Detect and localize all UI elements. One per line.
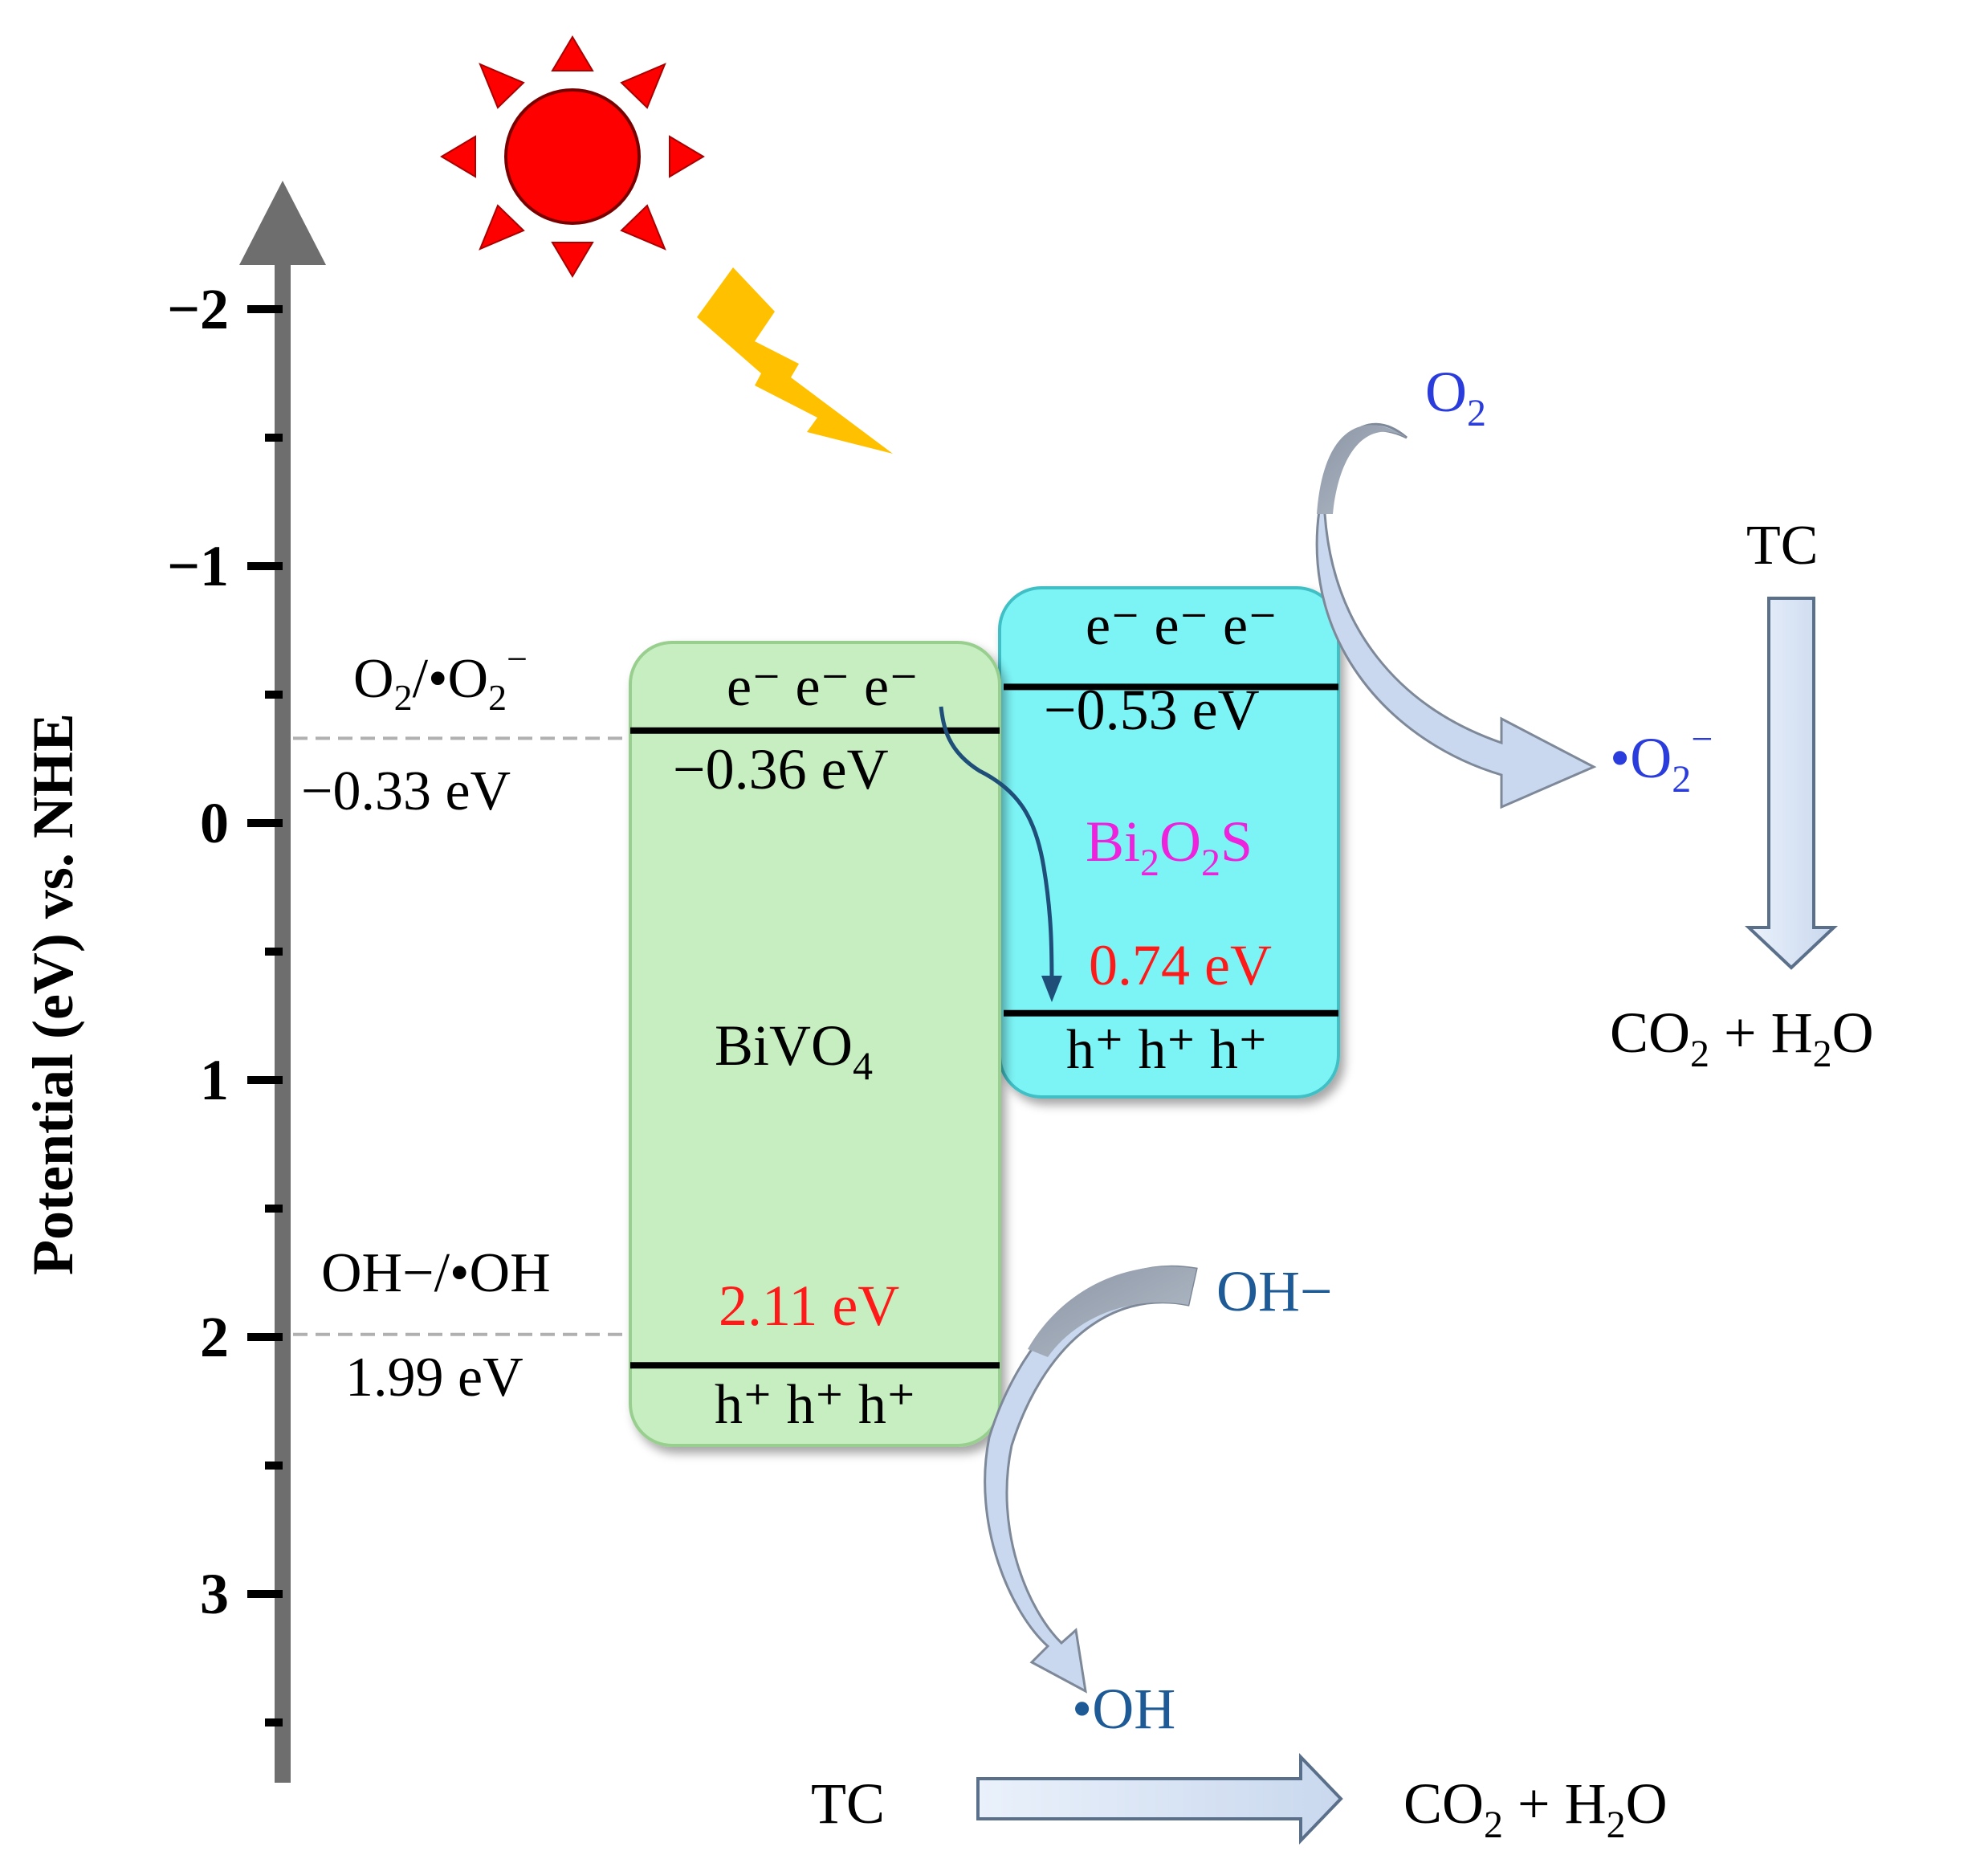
superoxide-species: •O2− bbox=[1610, 718, 1713, 801]
o2-redox-potential: −0.33 eV bbox=[301, 760, 511, 822]
y-axis-tick-label: 1 bbox=[200, 1048, 229, 1112]
bivo4-cb-label: −0.36 eV bbox=[673, 737, 889, 801]
hydroxyl-radical: •OH bbox=[1072, 1677, 1175, 1741]
bi2o2s-cb-label: −0.53 eV bbox=[1044, 678, 1260, 742]
bivo4-vb-label: 2.11 eV bbox=[719, 1274, 899, 1338]
bi2o2s-vb-label: 0.74 eV bbox=[1089, 933, 1272, 997]
y-axis-label: Potential (eV) vs. NHE bbox=[21, 713, 85, 1275]
lightning-icon bbox=[697, 267, 893, 454]
y-axis-tick-label: −1 bbox=[167, 534, 229, 598]
y-axis-tick-label: −2 bbox=[167, 277, 229, 341]
tc-top: TC bbox=[1746, 515, 1818, 577]
hydroxide-species: OH− bbox=[1216, 1259, 1333, 1323]
bi2o2s-electrons: e⁻ e⁻ e⁻ bbox=[1086, 595, 1277, 657]
sun-icon bbox=[440, 35, 705, 278]
o2-reduction-arrow bbox=[1315, 422, 1597, 809]
bivo4-name: BiVO4 bbox=[715, 1013, 873, 1088]
bi2o2s-name: Bi2O2S bbox=[1086, 809, 1253, 884]
electron-transfer-arrowhead bbox=[1041, 976, 1062, 1002]
oh-redox-potential: 1.99 eV bbox=[345, 1347, 523, 1409]
tc-bottom-right-arrow bbox=[976, 1753, 1343, 1845]
y-axis-tick-label: 3 bbox=[200, 1562, 229, 1626]
y-axis-tick-label: 0 bbox=[200, 791, 229, 855]
electron-transfer-arrow bbox=[939, 706, 1054, 989]
o2-species: O2 bbox=[1425, 360, 1486, 434]
y-axis-tick-label: 2 bbox=[200, 1305, 229, 1369]
bivo4-electrons: e⁻ e⁻ e⁻ bbox=[727, 656, 919, 718]
bivo4-band: e⁻ e⁻ e⁻ −0.36 eV BiVO4 2.11 eV h⁺ h⁺ h⁺ bbox=[629, 641, 1001, 1447]
bi2o2s-band: e⁻ e⁻ e⁻ −0.53 eV Bi2O2S 0.74 eV h⁺ h⁺ h… bbox=[998, 586, 1340, 1099]
oh-oxidation-arrow bbox=[984, 1265, 1198, 1694]
tc-bottom: TC bbox=[811, 1771, 885, 1836]
product-bottom: CO2 + H2O bbox=[1403, 1771, 1668, 1846]
bi2o2s-holes: h⁺ h⁺ h⁺ bbox=[1066, 1019, 1268, 1081]
o2-redox-couple: O2/•O2− bbox=[353, 638, 528, 718]
oh-redox-couple: OH−/•OH bbox=[321, 1242, 551, 1304]
bivo4-holes: h⁺ h⁺ h⁺ bbox=[715, 1374, 916, 1436]
tc-top-down-arrow bbox=[1744, 597, 1839, 970]
y-axis: −2 −1 0 1 2 3 bbox=[167, 181, 326, 1783]
product-top: CO2 + H2O bbox=[1610, 1001, 1874, 1075]
